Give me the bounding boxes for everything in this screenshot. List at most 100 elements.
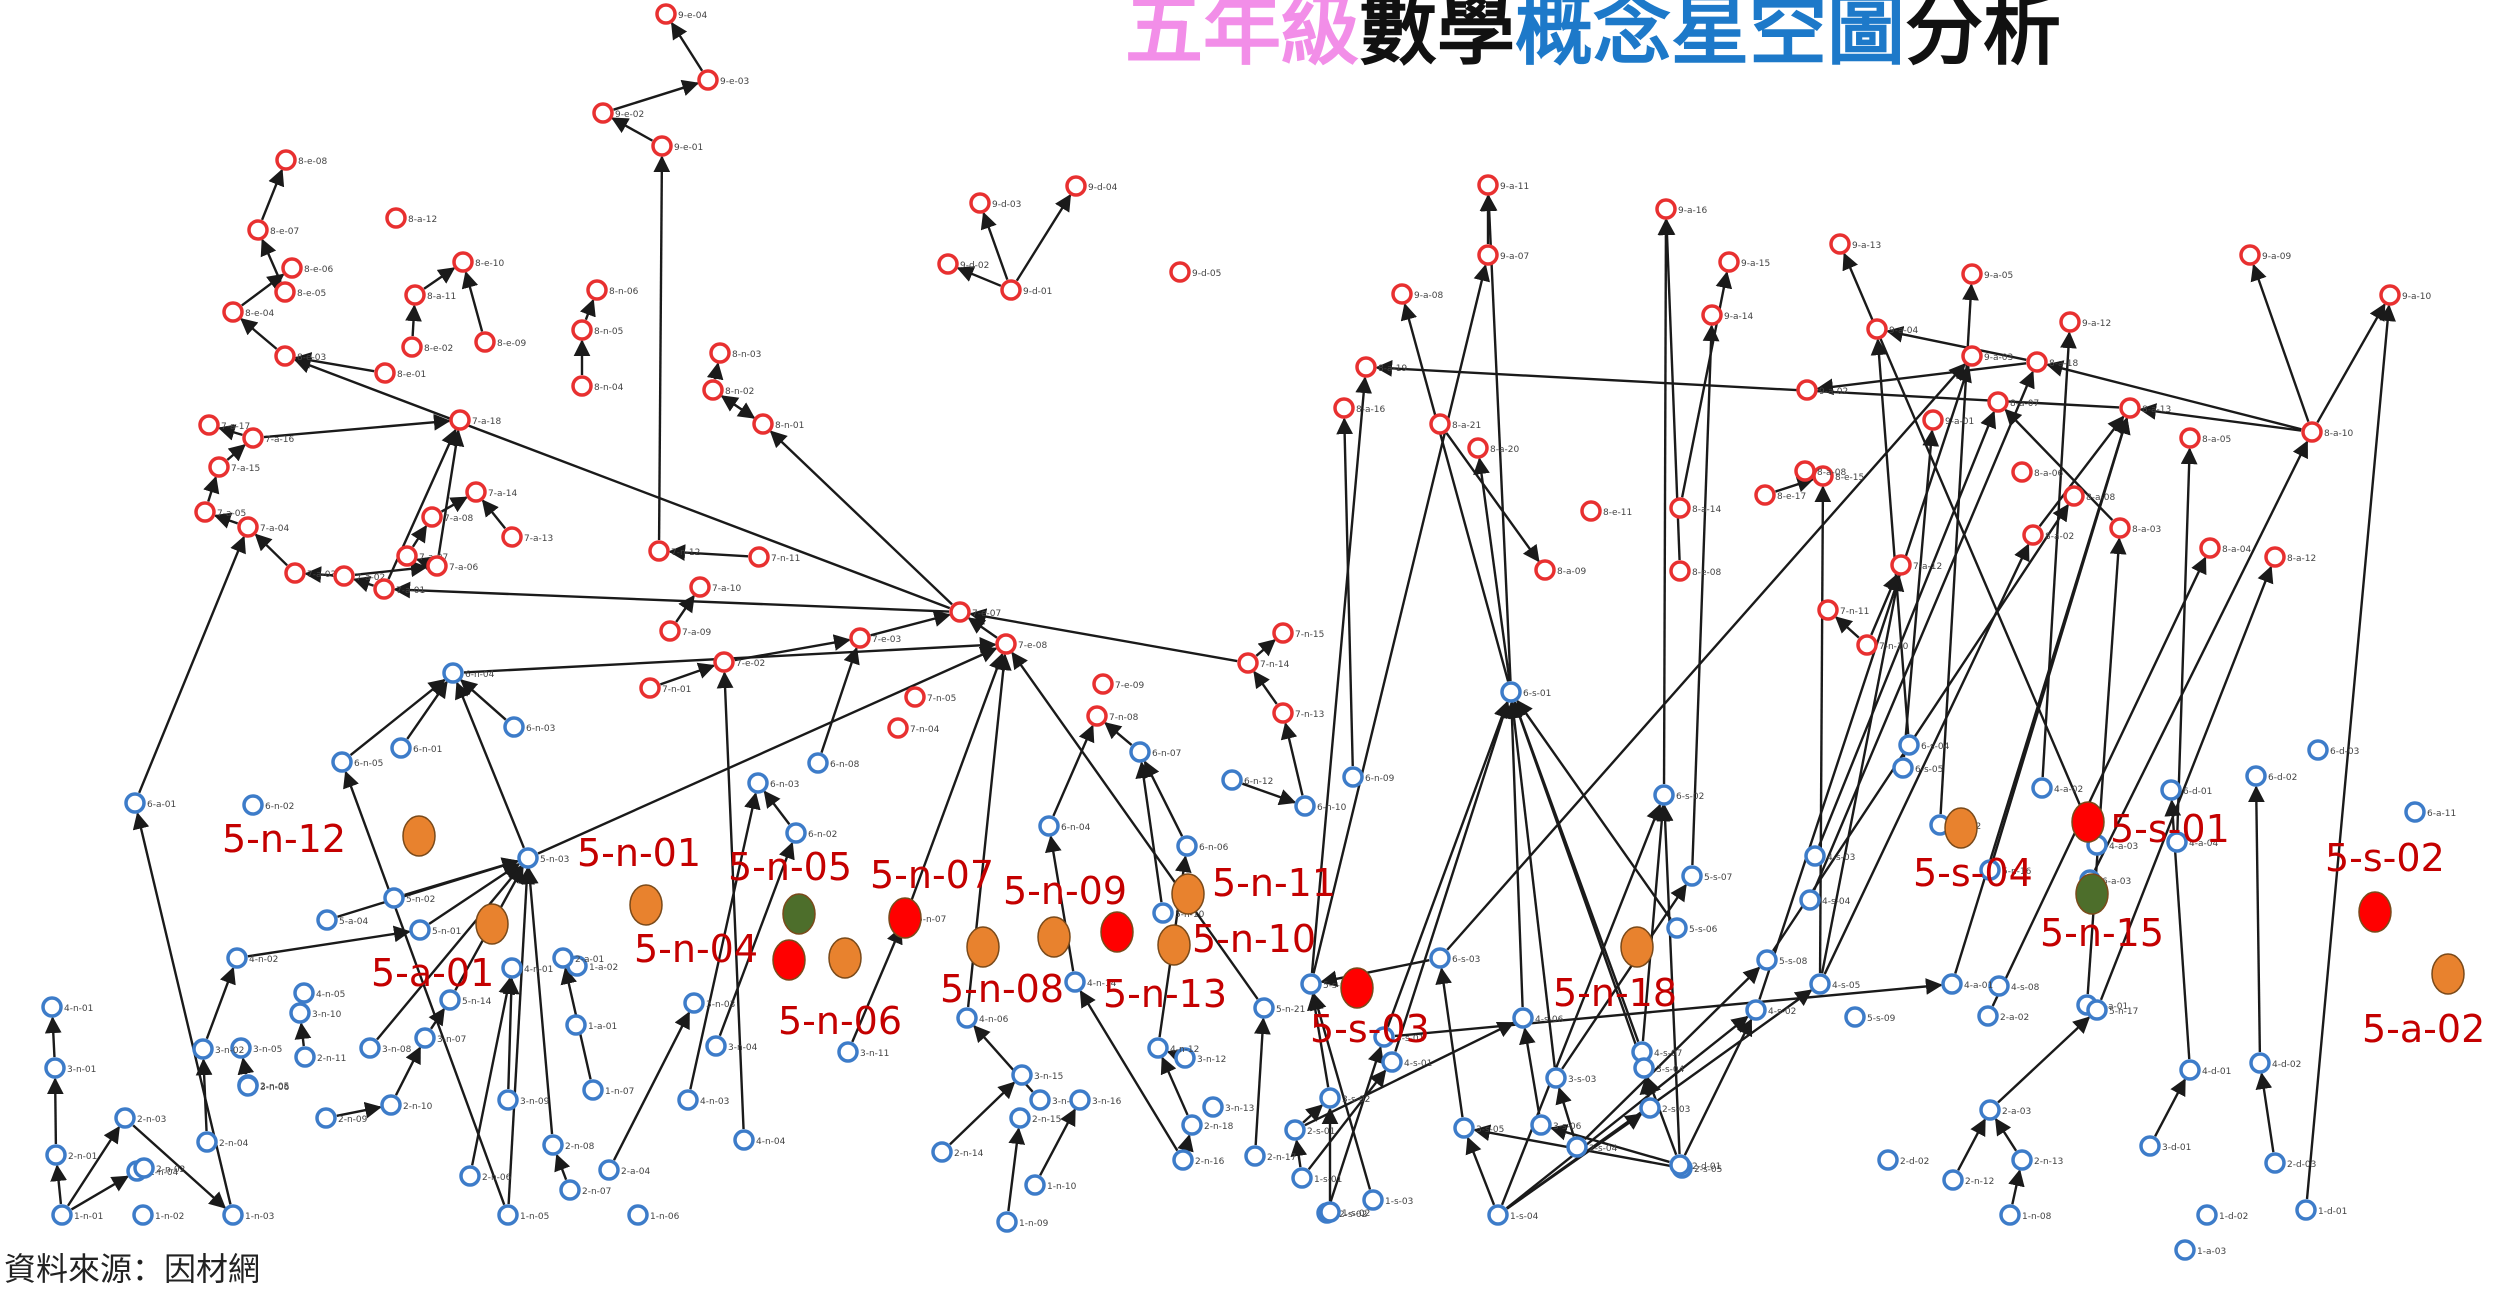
concept-node[interactable]: 6-s-02: [1655, 786, 1704, 804]
concept-node[interactable]: 8-a-03: [2111, 519, 2161, 537]
concept-node[interactable]: 5-s-08: [1758, 951, 1808, 969]
concept-node[interactable]: 8-a-02: [2024, 526, 2074, 544]
concept-node[interactable]: 7-e-09: [1094, 675, 1144, 693]
concept-node[interactable]: 3-n-13: [1204, 1098, 1254, 1116]
concept-node[interactable]: 3-n-15: [1013, 1066, 1063, 1084]
concept-node[interactable]: 8-n-02: [704, 381, 754, 399]
concept-node[interactable]: 8-e-01: [376, 364, 426, 382]
concept-node[interactable]: 2-n-15: [1011, 1109, 1061, 1127]
concept-node[interactable]: 1-n-08: [2001, 1206, 2052, 1224]
concept-node[interactable]: 8-a-19: [1357, 358, 1407, 376]
concept-node[interactable]: 4-n-12: [1149, 1039, 1199, 1057]
concept-node[interactable]: 3-s-05: [1455, 1119, 1504, 1137]
concept-node[interactable]: 1-n-09: [998, 1213, 1049, 1231]
concept-node[interactable]: 1-n-10: [1026, 1176, 1077, 1194]
concept-node[interactable]: 8-n-06: [588, 281, 639, 299]
concept-node[interactable]: 7-n-12: [650, 542, 700, 560]
concept-node[interactable]: 1-a-01: [567, 1016, 617, 1034]
concept-node[interactable]: 2-n-02: [135, 1159, 185, 1177]
concept-node[interactable]: 9-a-01: [1924, 411, 1974, 429]
concept-node[interactable]: 4-n-01: [503, 959, 553, 977]
concept-node[interactable]: 3-d-01: [2141, 1137, 2191, 1155]
concept-node[interactable]: 4-d-01: [2181, 1061, 2231, 1079]
concept-node[interactable]: 9-a-05: [1963, 265, 2013, 283]
concept-node[interactable]: 4-d-02: [2251, 1054, 2301, 1072]
concept-node[interactable]: 7-n-15: [1274, 624, 1324, 642]
concept-node[interactable]: 1-n-02: [134, 1206, 184, 1224]
concept-node[interactable]: 6-n-05: [333, 753, 383, 771]
concept-node[interactable]: 6-s-01: [1502, 683, 1551, 701]
concept-node[interactable]: 6-s-04: [1900, 736, 1950, 754]
concept-node[interactable]: 9-a-15: [1720, 253, 1770, 271]
concept-node[interactable]: 8-a-04: [2201, 539, 2251, 557]
highlight-5-n-11[interactable]: 5-n-11: [1172, 861, 1336, 914]
concept-node[interactable]: 8-a-08: [1796, 462, 1846, 480]
concept-node[interactable]: 3-n-16: [1071, 1091, 1122, 1109]
concept-node[interactable]: 8-a-05: [2181, 429, 2231, 447]
concept-node[interactable]: 7-a-06: [428, 557, 478, 575]
concept-node[interactable]: 6-n-04: [1040, 817, 1091, 835]
concept-node[interactable]: 9-a-08: [1393, 285, 1443, 303]
concept-node[interactable]: 3-s-02: [1321, 1089, 1370, 1107]
concept-node[interactable]: 2-a-01: [554, 949, 604, 967]
concept-node[interactable]: 8-a-08: [2065, 487, 2115, 505]
highlight-5-n-07[interactable]: 5-n-07: [870, 853, 994, 938]
concept-node[interactable]: 2-n-01: [47, 1146, 97, 1164]
concept-node[interactable]: 8-a-06: [2013, 463, 2063, 481]
concept-node[interactable]: 7-a-15: [210, 458, 260, 476]
concept-node[interactable]: 8-n-05: [573, 321, 623, 339]
concept-node[interactable]: 8-a-12: [387, 209, 437, 227]
highlight-5-n-05[interactable]: 5-n-05: [728, 845, 852, 934]
concept-node[interactable]: 2-n-08: [544, 1136, 595, 1154]
concept-node[interactable]: 7-n-05: [906, 688, 956, 706]
concept-node[interactable]: 7-a-18: [451, 411, 501, 429]
concept-node[interactable]: 7-a-04: [239, 518, 289, 536]
concept-node[interactable]: 2-n-14: [933, 1143, 984, 1161]
highlight-5-n-12[interactable]: 5-n-12: [222, 816, 435, 861]
concept-node[interactable]: 1-a-03: [2176, 1241, 2226, 1259]
concept-node[interactable]: 8-a-13: [2121, 399, 2171, 417]
concept-node[interactable]: 9-a-09: [2241, 246, 2291, 264]
concept-node[interactable]: 1-n-06: [629, 1206, 680, 1224]
concept-node[interactable]: 7-a-13: [503, 528, 553, 546]
concept-node[interactable]: 2-n-12: [1944, 1171, 1994, 1189]
concept-node[interactable]: 7-a-17: [200, 416, 250, 434]
concept-node[interactable]: 8-e-11: [1582, 502, 1632, 520]
concept-node[interactable]: 6-n-03: [505, 718, 555, 736]
concept-node[interactable]: 4-a-01: [1943, 975, 1993, 993]
concept-node[interactable]: 4-s-05: [1811, 975, 1860, 993]
concept-node[interactable]: 2-n-04: [198, 1133, 249, 1151]
concept-node[interactable]: 9-a-12: [2061, 313, 2111, 331]
concept-node[interactable]: 8-a-16: [1335, 399, 1385, 417]
concept-node[interactable]: 3-n-04: [707, 1037, 758, 1055]
concept-node[interactable]: 6-a-11: [2406, 803, 2456, 821]
highlight-5-n-01[interactable]: 5-n-01: [577, 831, 701, 925]
concept-node[interactable]: 4-a-02: [2033, 779, 2083, 797]
concept-node[interactable]: 4-n-05: [295, 984, 345, 1002]
concept-node[interactable]: 9-a-16: [1657, 200, 1707, 218]
concept-node[interactable]: 3-n-06: [239, 1077, 290, 1095]
concept-node[interactable]: 8-e-06: [283, 259, 333, 277]
concept-node[interactable]: 3-s-03: [1547, 1069, 1596, 1087]
concept-node[interactable]: 7-a-10: [691, 578, 741, 596]
concept-node[interactable]: 4-s-02: [1747, 1001, 1796, 1019]
concept-node[interactable]: 7-a-08: [423, 508, 473, 526]
concept-node[interactable]: 5-n-21: [1255, 999, 1305, 1017]
concept-node[interactable]: 5-s-06: [1668, 919, 1718, 937]
concept-node[interactable]: 2-d-01: [1671, 1156, 1721, 1174]
highlight-5-s-02[interactable]: 5-s-02: [2325, 836, 2445, 932]
concept-node[interactable]: 8-e-02: [403, 338, 453, 356]
concept-node[interactable]: 7-a-09: [661, 622, 711, 640]
concept-node[interactable]: 3-s-04: [1635, 1059, 1685, 1077]
concept-node[interactable]: 5-s-09: [1846, 1008, 1896, 1026]
concept-node[interactable]: 8-a-12: [2266, 548, 2316, 566]
concept-node[interactable]: 6-n-08: [809, 754, 860, 772]
concept-node[interactable]: 8-n-01: [754, 415, 804, 433]
concept-node[interactable]: 7-a-01: [375, 580, 425, 598]
concept-node[interactable]: 8-a-18: [2028, 353, 2078, 371]
concept-node[interactable]: 9-a-14: [1703, 306, 1753, 324]
concept-node[interactable]: 2-a-03: [1981, 1101, 2031, 1119]
concept-node[interactable]: 8-e-08: [1671, 562, 1721, 580]
concept-node[interactable]: 7-a-03: [286, 564, 336, 582]
concept-node[interactable]: 2-s-01: [1286, 1121, 1335, 1139]
